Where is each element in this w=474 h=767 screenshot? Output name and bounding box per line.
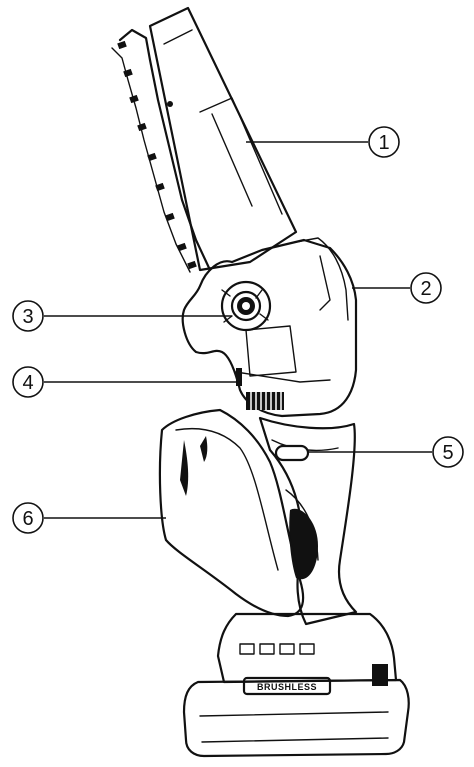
svg-text:6: 6 bbox=[22, 508, 33, 530]
handle-grip bbox=[258, 416, 358, 626]
cooling-vents bbox=[236, 368, 284, 410]
callout-3: 3 bbox=[12, 300, 44, 332]
battery-badge-label: BRUSHLESS bbox=[257, 682, 317, 692]
saw-chain bbox=[111, 28, 212, 273]
callout-4: 4 bbox=[12, 366, 44, 398]
power-button bbox=[274, 444, 310, 462]
callout-leaders bbox=[44, 141, 432, 519]
tension-knob bbox=[220, 280, 272, 332]
callout-5: 5 bbox=[432, 436, 464, 468]
svg-text:5: 5 bbox=[442, 442, 453, 464]
callout-1: 1 bbox=[368, 126, 400, 158]
svg-text:4: 4 bbox=[22, 372, 33, 394]
safety-guard bbox=[158, 408, 305, 618]
svg-text:2: 2 bbox=[420, 278, 431, 300]
motor-housing bbox=[181, 237, 358, 418]
callout-2: 2 bbox=[410, 272, 442, 304]
battery-pack: BRUSHLESS bbox=[182, 612, 410, 758]
guide-bar bbox=[148, 6, 298, 272]
svg-text:3: 3 bbox=[22, 306, 33, 328]
svg-text:1: 1 bbox=[378, 132, 389, 154]
callout-6: 6 bbox=[12, 502, 44, 534]
